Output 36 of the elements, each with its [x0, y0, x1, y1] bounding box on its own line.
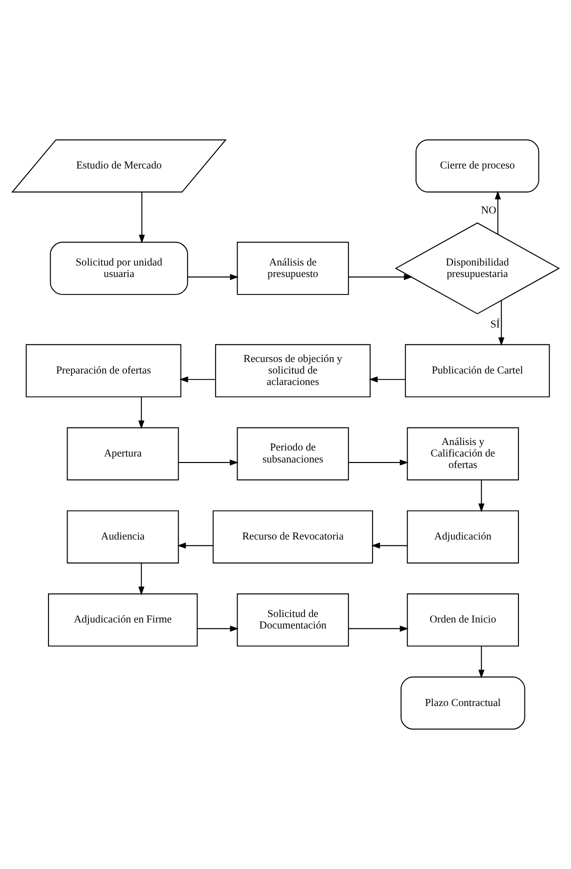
- arrow: [138, 396, 144, 430]
- node-box: Análisis y Calificación de ofertas: [406, 427, 519, 480]
- node-diamond: Disponibilidad presupuestaria: [394, 222, 560, 314]
- arrow: [177, 542, 214, 549]
- arrow: [178, 459, 239, 466]
- node-box: Cierre de proceso: [416, 139, 540, 193]
- arrow: [348, 274, 413, 280]
- arrow: [498, 300, 504, 346]
- arrow: [494, 190, 501, 235]
- edge-label: NO: [480, 205, 496, 216]
- arrow: [368, 376, 406, 382]
- node-box: Solicitud por unidad usuaria: [50, 242, 188, 295]
- edge-label: SÍ: [490, 320, 500, 331]
- arrow: [348, 459, 409, 466]
- arrow: [187, 274, 239, 280]
- node-box: Adjudicación: [406, 510, 519, 564]
- arrow: [371, 542, 408, 549]
- node-box: Solicitud de Documentación: [236, 593, 349, 647]
- node-box: Orden de Inicio: [406, 593, 519, 647]
- node-box: Recursos de objeción y solicitud de aclaraciones: [215, 344, 371, 398]
- node-box: Publicación de Cartel: [404, 344, 550, 398]
- arrow: [196, 626, 239, 632]
- node-box: Análisis de presupuesto: [236, 242, 349, 295]
- arrow: [138, 562, 144, 596]
- arrow: [138, 192, 145, 244]
- arrow: [478, 480, 484, 512]
- node-box: Audiencia: [66, 510, 179, 564]
- node-box: Preparación de ofertas: [26, 344, 182, 398]
- node-box: Plazo Contractual: [400, 676, 526, 730]
- node-box: Apertura: [66, 427, 179, 480]
- arrow: [478, 646, 484, 678]
- node-box: Adjudicación en Firme: [48, 593, 198, 647]
- node-box: Periodo de subsanaciones: [236, 427, 349, 480]
- node-box: Recurso de Revocatoria: [212, 510, 374, 564]
- arrow: [179, 376, 216, 382]
- arrow: [348, 626, 409, 632]
